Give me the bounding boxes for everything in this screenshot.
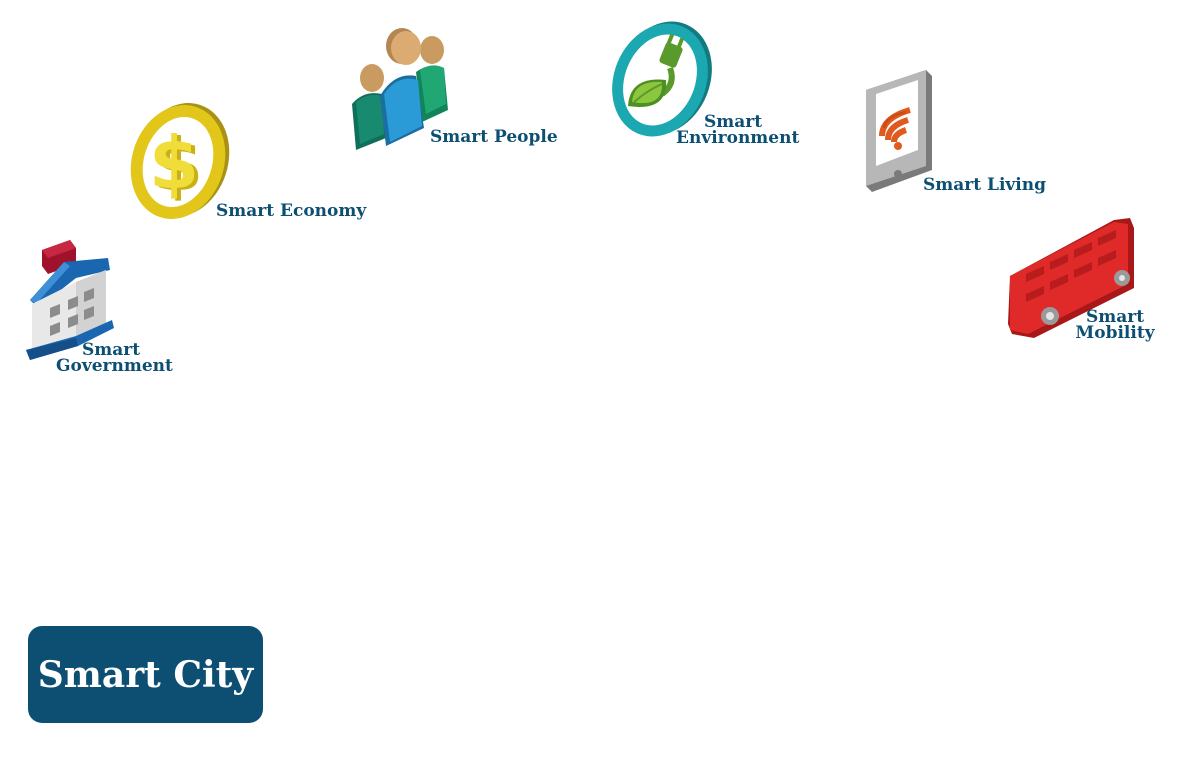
smart-city-title: Smart City [37,653,254,696]
smart-environment-label: Smart Environment [676,112,800,148]
svg-text:$: $ [153,123,203,207]
double-decker-bus-icon [1004,214,1138,340]
smart-mobility-line2: Mobility [1075,323,1155,343]
smart-city-badge: Smart City [28,626,263,723]
smart-government-line2: Government [56,356,173,376]
smart-economy-label: Smart Economy [216,201,367,221]
svg-text:$: $ [149,121,199,205]
smart-living-label: Smart Living [923,175,1047,195]
government-building-icon [24,238,116,364]
smart-mobility-label: Smart Mobility [1074,307,1156,343]
smart-mobility-line1: Smart [1085,307,1145,327]
smart-environment-line1: Smart [703,112,763,132]
people-group-icon [350,26,454,154]
leaf-plug-icon [604,18,716,142]
dollar-coin-icon: $ $ [124,100,236,224]
smart-government-label: Smart Government [56,340,173,376]
smart-environment-line2: Environment [676,128,800,148]
smart-government-line1: Smart [81,340,141,360]
tablet-wifi-icon [862,70,938,194]
smart-people-label: Smart People [430,127,558,147]
